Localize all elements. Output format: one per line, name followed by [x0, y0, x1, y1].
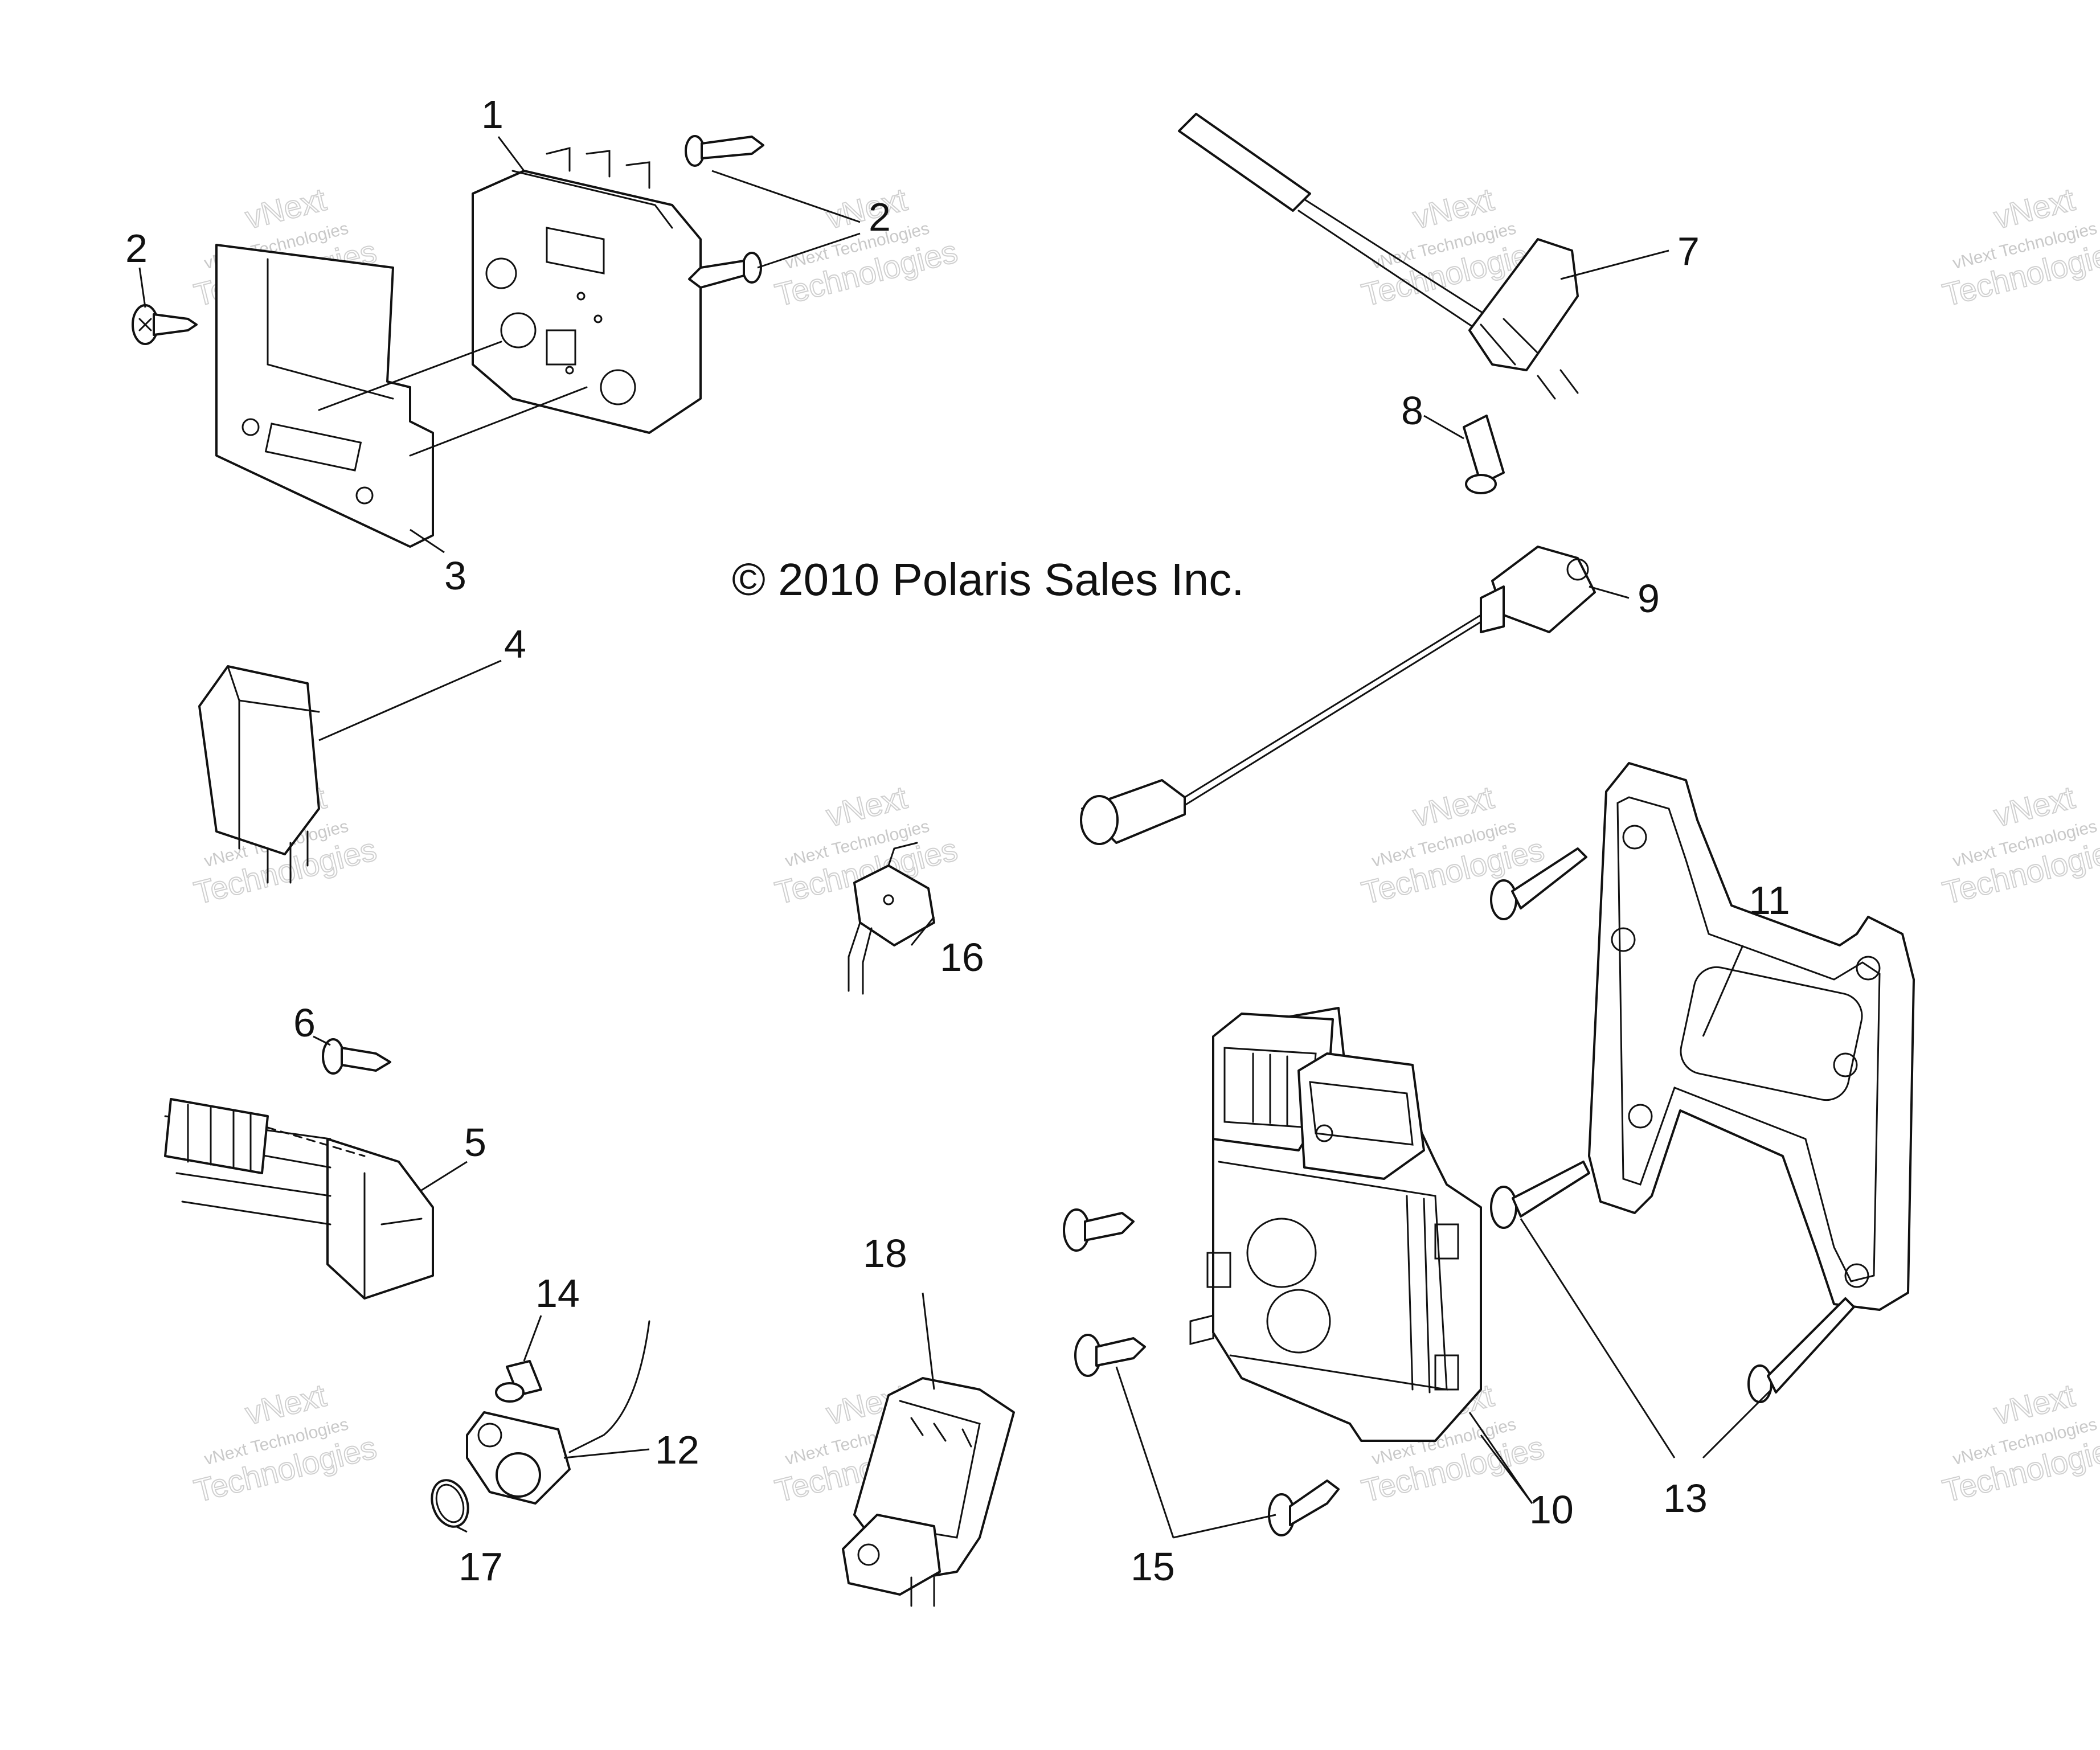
callout-13: 13: [1663, 1476, 1708, 1521]
part-6-screw: [322, 1038, 391, 1075]
part-10-ecu: [1189, 1007, 1482, 1442]
part-14-bolt: [495, 1360, 542, 1403]
part-13-screw-top: [1490, 847, 1587, 920]
callout-11: 11: [1749, 878, 1790, 923]
part-13-screw-lower: [1747, 1297, 1855, 1403]
part-13-screw-upper: [1490, 1161, 1590, 1229]
part-8-bolt: [1463, 415, 1505, 494]
watermark-mid-right: vNext vNext Technologies Technologies: [1939, 778, 2100, 912]
part-12-sensor: [466, 1320, 650, 1505]
callout-8: 8: [1401, 388, 1423, 433]
part-2-screw-top: [685, 135, 764, 167]
callout-2-left: 2: [125, 226, 148, 271]
part-15-screw-top: [1063, 1208, 1135, 1252]
callout-2-top: 2: [869, 195, 891, 239]
part-7-sensor: [1178, 113, 1579, 400]
part-2-screw-left: [132, 304, 198, 345]
callout-labels: 1 2 2 2 3 4 5 6 7 8 9 10 11 12 13 14 15 …: [125, 92, 1790, 1589]
callout-12: 12: [655, 1428, 699, 1472]
callout-3: 3: [444, 554, 466, 598]
callout-16: 16: [940, 935, 984, 979]
watermark-top-right: vNext vNext Technologies Technologies: [1939, 181, 2100, 314]
part-15-screw-bottom: [1268, 1479, 1340, 1536]
part-15-screw-middle: [1074, 1334, 1146, 1377]
part-9-cable: [1080, 546, 1596, 845]
callout-7: 7: [1677, 229, 1700, 273]
watermark-bottom-right: vNext vNext Technologies Technologies: [1939, 1376, 2100, 1510]
callout-1: 1: [481, 92, 503, 137]
part-18-sensor: [842, 1377, 1015, 1607]
watermark-bottom-left: vNext vNext Technologies Technologies: [190, 1376, 380, 1510]
callout-17: 17: [459, 1544, 503, 1589]
callout-10: 10: [1529, 1487, 1574, 1532]
part-4-relay: [198, 665, 320, 884]
callout-9: 9: [1638, 576, 1660, 621]
part-11-frame: [1588, 762, 1915, 1311]
callout-6: 6: [293, 1001, 316, 1045]
watermark-top-center: vNext vNext Technologies Technologies: [771, 181, 961, 314]
part-17-o-ring: [431, 1479, 469, 1528]
part-3-bracket: [215, 244, 434, 548]
callout-4: 4: [504, 622, 526, 666]
copyright-notice: © 2010 Polaris Sales Inc.: [732, 554, 1244, 605]
callout-5: 5: [464, 1120, 486, 1165]
callout-14: 14: [535, 1271, 580, 1315]
leader-lines: [138, 136, 1772, 1539]
part-16-switch: [848, 842, 935, 995]
callout-15: 15: [1131, 1544, 1175, 1589]
part-2-screw-middle: [688, 252, 762, 289]
callout-18: 18: [863, 1231, 907, 1276]
part-5-connector: [164, 1098, 434, 1300]
part-1-regulator: [318, 147, 702, 457]
